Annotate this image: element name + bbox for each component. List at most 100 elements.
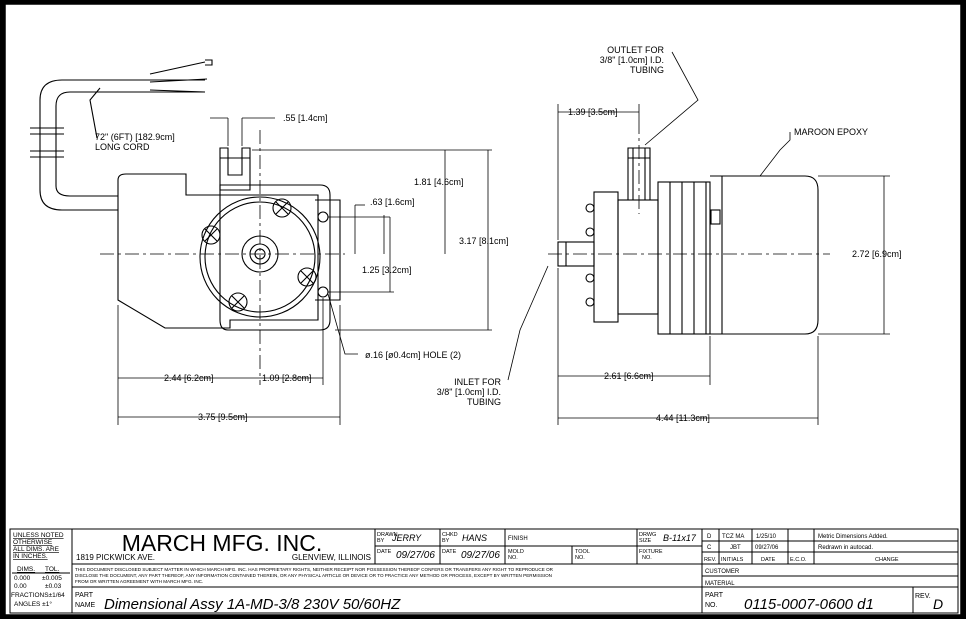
title-block-text: UNLESS NOTED OTHERWISE ALL DIMS. ARE IN …: [11, 530, 943, 613]
svg-text:D: D: [707, 534, 712, 540]
svg-text:NO.: NO.: [508, 555, 518, 561]
svg-text:CUSTOMER: CUSTOMER: [705, 569, 740, 575]
svg-text:TUBING: TUBING: [467, 397, 501, 407]
svg-text:LONG CORD: LONG CORD: [95, 142, 150, 152]
cord-callout: 72" (6FT) [182.9cm]: [95, 132, 175, 142]
svg-text:UNLESS NOTED: UNLESS NOTED: [13, 532, 64, 539]
svg-text:PART: PART: [75, 592, 94, 599]
svg-text:INITIALS: INITIALS: [721, 557, 744, 563]
svg-text:DIMS.: DIMS.: [17, 566, 35, 573]
svg-text:IN INCHES.: IN INCHES.: [13, 553, 48, 560]
svg-text:0.000: 0.000: [14, 575, 31, 582]
company-address: 1819 PICKWICK AVE.: [76, 553, 155, 562]
svg-text:DATE: DATE: [442, 549, 457, 555]
svg-text:ALL DIMS. ARE: ALL DIMS. ARE: [13, 546, 60, 553]
svg-text:TOL.: TOL.: [45, 566, 60, 573]
company-name: MARCH MFG. INC.: [122, 530, 323, 556]
svg-text:FIXTURE: FIXTURE: [639, 549, 663, 555]
title-block: [9, 528, 959, 614]
pump-head: [219, 184, 331, 331]
epoxy-cap: [710, 175, 819, 335]
svg-text:CHANGE: CHANGE: [875, 557, 899, 563]
inlet-callout: INLET FOR: [454, 377, 501, 387]
svg-text:ANGLES ±1°: ANGLES ±1°: [14, 600, 52, 608]
svg-text:NAME: NAME: [75, 602, 96, 609]
part-name: Dimensional Assy 1A-MD-3/8 230V 50/60HZ: [104, 596, 401, 613]
company-city: GLENVIEW, ILLINOIS: [292, 553, 371, 562]
part-number: 0115-0007-0600 d1: [744, 596, 874, 613]
svg-text:3/8" [1.0cm] I.D.: 3/8" [1.0cm] I.D.: [437, 387, 501, 397]
hole-callout: ø.16 [ø0.4cm] HOLE (2): [365, 350, 461, 360]
drawn-by: JERRY: [391, 533, 422, 543]
svg-text:NO.: NO.: [642, 555, 652, 561]
epoxy-callout: MAROON EPOXY: [794, 127, 868, 137]
side-centerlines: [548, 120, 830, 255]
motor-body: [117, 173, 319, 329]
svg-text:BY: BY: [442, 538, 450, 544]
svg-text:1/25/10: 1/25/10: [756, 534, 777, 540]
svg-text:SIZE: SIZE: [639, 538, 652, 544]
svg-text:TUBING: TUBING: [630, 65, 664, 75]
dim-272: 2.72 [6.9cm]: [852, 249, 902, 259]
date-checked: 09/27/06: [461, 550, 500, 561]
svg-text:NO.: NO.: [575, 555, 585, 561]
svg-text:C: C: [707, 545, 712, 551]
dim-261: 2.61 [6.6cm]: [604, 371, 654, 381]
svg-text:NO.: NO.: [705, 602, 718, 609]
svg-text:FINISH: FINISH: [508, 536, 528, 542]
svg-text:DRAWN: DRAWN: [377, 532, 398, 538]
dim-375: 3.75 [9.5cm]: [198, 412, 248, 422]
side-dimensions: [507, 51, 890, 425]
dim-125: 1.25 [3.2cm]: [362, 265, 412, 275]
svg-text:DRWG: DRWG: [639, 532, 656, 538]
front-view: [30, 59, 341, 331]
drawing-size: B-11x17: [663, 533, 697, 543]
svg-text:CHKD: CHKD: [442, 532, 458, 538]
svg-text:09/27/06: 09/27/06: [755, 545, 779, 551]
svg-text:±0.005: ±0.005: [42, 575, 62, 582]
svg-text:TOOL: TOOL: [575, 549, 590, 555]
paper: [4, 3, 962, 616]
svg-text:DISCLOSE THE DOCUMENT, ANY PAR: DISCLOSE THE DOCUMENT, ANY PART THEREOF,…: [75, 573, 552, 578]
front-centerlines: [100, 130, 345, 385]
front-dimensions: [117, 117, 492, 425]
svg-text:DATE: DATE: [377, 549, 392, 555]
motor-ribbed: [657, 181, 711, 335]
svg-text:DATE: DATE: [761, 557, 776, 563]
svg-text:E.C.O.: E.C.O.: [790, 557, 807, 563]
svg-text:Redrawn in autocad.: Redrawn in autocad.: [818, 545, 873, 551]
dim-109: 1.09 [2.8cm]: [262, 373, 312, 383]
dim-317: 3.17 [8.1cm]: [459, 236, 509, 246]
svg-text:OTHERWISE: OTHERWISE: [13, 539, 53, 546]
svg-text:±0.03: ±0.03: [45, 583, 62, 590]
side-outlet-nozzle: [627, 147, 651, 201]
svg-text:JBT: JBT: [730, 545, 741, 551]
svg-text:REV.: REV.: [704, 557, 717, 563]
dim-244: 2.44 [6.2cm]: [164, 373, 214, 383]
dim-055: .55 [1.4cm]: [283, 113, 328, 123]
svg-text:PART: PART: [705, 592, 724, 599]
dim-139: 1.39 [3.5cm]: [568, 107, 618, 117]
disclaimer: THIS DOCUMENT DISCLOSED SUBJECT MATTER I…: [75, 567, 554, 572]
svg-text:TCZ MA: TCZ MA: [722, 534, 744, 540]
svg-text:MOLD: MOLD: [508, 549, 524, 555]
svg-text:REV.: REV.: [915, 593, 931, 600]
power-cord: [39, 79, 205, 211]
date-drawn: 09/27/06: [396, 550, 435, 561]
checked-by: HANS: [462, 533, 487, 543]
dim-444: 4.44 [11.3cm]: [656, 413, 710, 423]
outlet-nozzle: [219, 147, 251, 191]
svg-text:Metric Dimensions Added.: Metric Dimensions Added.: [818, 534, 888, 540]
svg-text:FROM OR WRITTEN AGREEMENT WITH: FROM OR WRITTEN AGREEMENT WITH MARCH MFG…: [75, 579, 203, 584]
dim-181: 1.81 [4.6cm]: [414, 177, 464, 187]
svg-text:FRACTIONS±1/64: FRACTIONS±1/64: [11, 592, 65, 599]
svg-text:0.00: 0.00: [14, 583, 27, 590]
revision-letter: D: [933, 596, 943, 612]
side-view: [557, 147, 819, 335]
svg-text:3/8" [1.0cm] I.D.: 3/8" [1.0cm] I.D.: [600, 55, 664, 65]
outlet-callout: OUTLET FOR: [607, 45, 664, 55]
svg-text:BY: BY: [377, 538, 385, 544]
svg-text:MATERIAL: MATERIAL: [705, 581, 735, 587]
dim-063: .63 [1.6cm]: [370, 197, 415, 207]
